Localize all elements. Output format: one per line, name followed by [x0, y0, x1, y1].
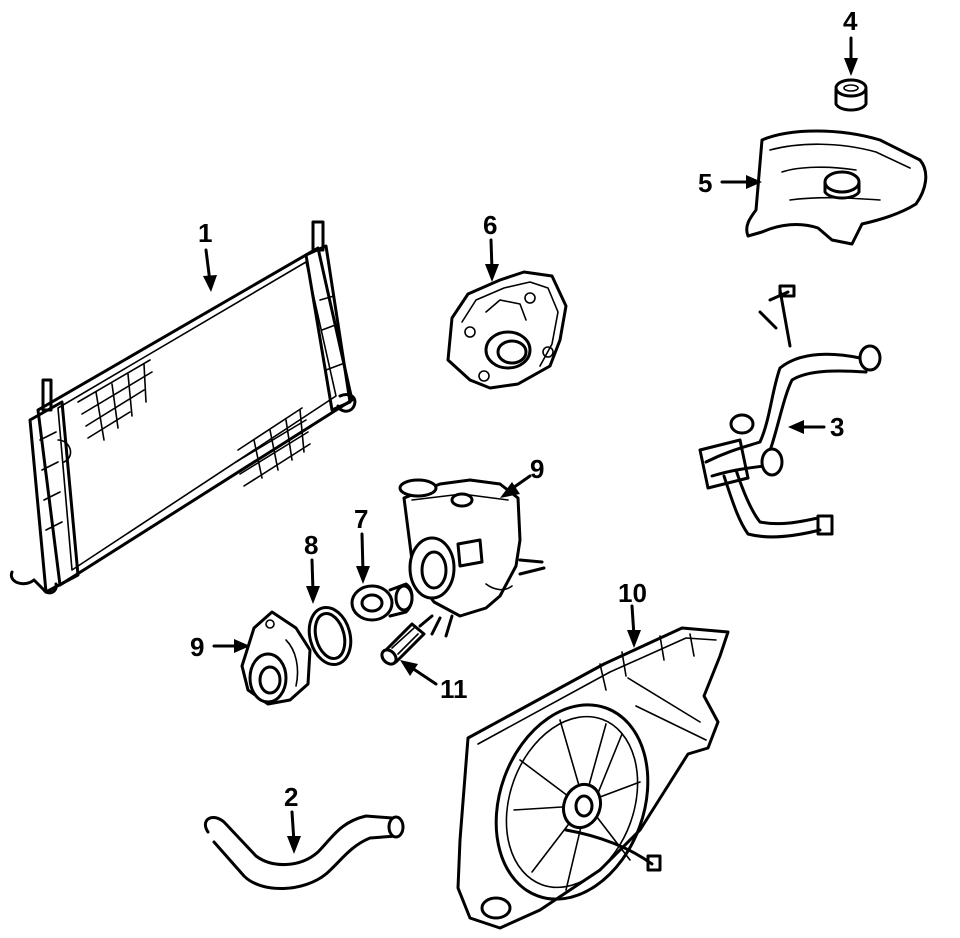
reservoir-cap-part: [834, 78, 868, 112]
callout-4: 4: [843, 6, 858, 36]
callout-8: 8: [304, 530, 318, 560]
callout-3: 3: [830, 412, 844, 442]
callout-10: 10: [618, 578, 647, 608]
cooling-fan-assembly-part: [456, 626, 730, 930]
callout-labels: 1 2 3 4 5 6 7 8 9 9 10 11: [190, 6, 858, 812]
callout-9-upper: 9: [530, 454, 544, 484]
callout-2: 2: [284, 782, 298, 812]
gasket-part: [307, 606, 353, 666]
coolant-reservoir-part: [745, 129, 928, 246]
callout-5: 5: [698, 168, 712, 198]
callout-11: 11: [440, 674, 468, 704]
callout-6: 6: [483, 210, 497, 240]
callout-arrows: [203, 36, 858, 854]
water-outlet-part: [240, 610, 312, 706]
callout-7: 7: [354, 504, 368, 534]
temperature-sensor-part: [380, 614, 434, 666]
thermostat-housing-part: [446, 270, 568, 390]
lower-radiator-hose-part: [203, 814, 405, 890]
hose-assembly-part: [698, 284, 882, 539]
radiator-part: [9, 220, 357, 595]
callout-1: 1: [198, 218, 212, 248]
thermostat-part: [350, 582, 414, 622]
water-pump-housing-part: [398, 478, 546, 638]
callout-9-lower: 9: [190, 632, 204, 662]
